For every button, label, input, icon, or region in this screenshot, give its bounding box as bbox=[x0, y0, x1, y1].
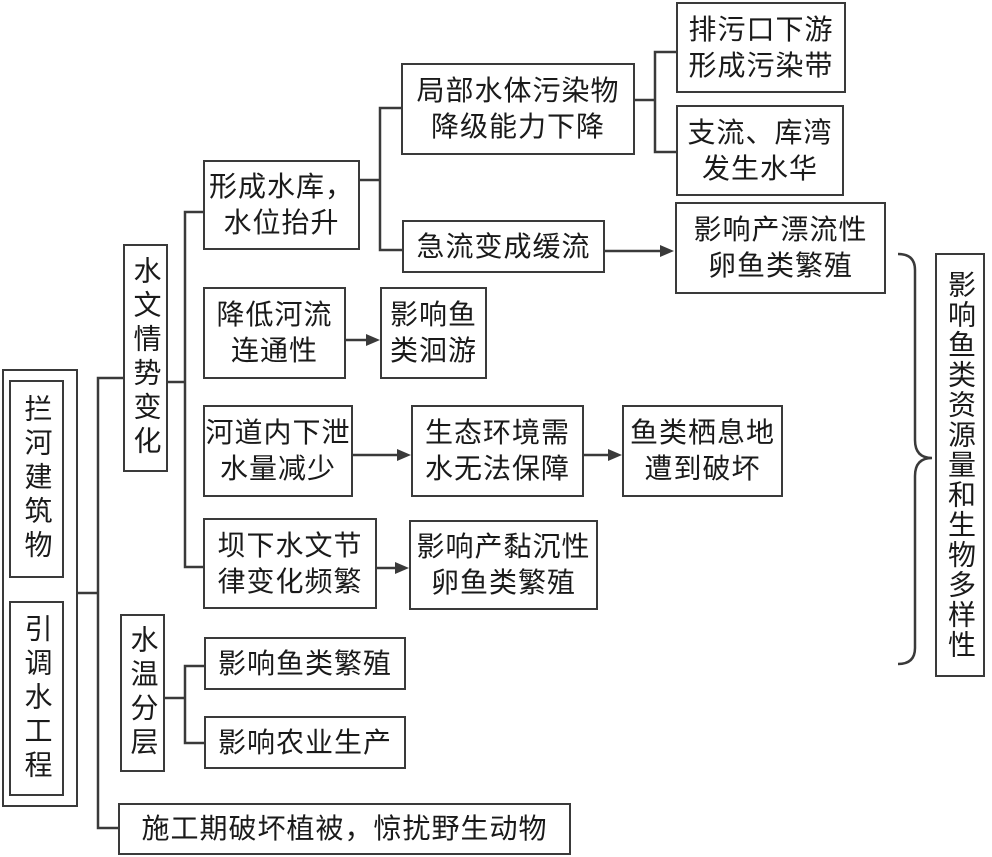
node-pollution-belt: 排污口下游 形成污染带 bbox=[676, 2, 846, 93]
root-item-diversion: 引调水工程 bbox=[9, 601, 64, 796]
node-label: 水温分层 bbox=[126, 625, 160, 761]
node-construction: 施工期破坏植被，惊扰野生动物 bbox=[118, 803, 571, 855]
connector-pollution-trunk bbox=[653, 50, 676, 154]
root-group bbox=[2, 369, 78, 807]
node-ecological-water: 生态环境需 水无法保障 bbox=[411, 405, 584, 497]
connector-hydrology-trunk bbox=[183, 210, 203, 569]
node-migration: 影响鱼 类洄游 bbox=[380, 287, 487, 379]
node-label: 坝下水文节 律变化频繁 bbox=[217, 528, 363, 598]
root-item-label: 拦河建筑物 bbox=[20, 394, 54, 564]
node-label: 影响产黏沉性 卵鱼类繁殖 bbox=[416, 530, 591, 599]
connector-reservoir-trunk bbox=[378, 106, 402, 252]
node-drifting-eggs: 影响产漂流性 卵鱼类繁殖 bbox=[675, 202, 886, 294]
node-label: 形成水库， 水位抬升 bbox=[208, 170, 354, 239]
node-discharge: 河道内下泄 水量减少 bbox=[203, 405, 353, 497]
node-hydrology: 水文情势变化 bbox=[123, 244, 168, 472]
node-label: 影响鱼 类洄游 bbox=[389, 298, 477, 367]
node-label: 影响鱼类资源量和生物多样性 bbox=[944, 270, 977, 660]
node-fish-breeding: 影响鱼类繁殖 bbox=[204, 637, 406, 690]
connector-temperature-trunk bbox=[183, 664, 204, 745]
node-summary: 影响鱼类资源量和生物多样性 bbox=[935, 253, 985, 677]
node-sticky-eggs: 影响产黏沉性 卵鱼类繁殖 bbox=[409, 520, 598, 610]
node-slow-flow: 急流变成缓流 bbox=[402, 220, 605, 273]
arrow-head bbox=[397, 449, 411, 461]
root-item-dam: 拦河建筑物 bbox=[9, 380, 64, 578]
node-label: 影响农业生产 bbox=[217, 725, 392, 759]
node-pollution: 局部水体污染物 降级能力下降 bbox=[401, 63, 635, 155]
connector-level1-trunk bbox=[96, 376, 123, 830]
node-connectivity: 降低河流 连通性 bbox=[203, 287, 346, 379]
node-label: 施工期破坏植被，惊扰野生动物 bbox=[141, 812, 548, 845]
root-item-label: 引调水工程 bbox=[20, 613, 54, 784]
node-temperature: 水温分层 bbox=[120, 614, 165, 772]
arrow-head bbox=[395, 562, 409, 574]
node-label: 鱼类栖息地 遭到破坏 bbox=[629, 416, 775, 485]
node-label: 影响产漂流性 卵鱼类繁殖 bbox=[693, 213, 868, 282]
node-label: 支流、库湾 发生水华 bbox=[687, 115, 833, 185]
node-label: 局部水体污染物 降级能力下降 bbox=[416, 74, 620, 143]
brace bbox=[897, 252, 933, 666]
node-agriculture: 影响农业生产 bbox=[204, 716, 406, 769]
node-label: 排污口下游 形成污染带 bbox=[688, 12, 834, 82]
node-algal-bloom: 支流、库湾 发生水华 bbox=[676, 105, 844, 196]
node-label: 影响鱼类繁殖 bbox=[217, 646, 392, 680]
node-label: 水文情势变化 bbox=[129, 256, 163, 460]
node-reservoir: 形成水库， 水位抬升 bbox=[203, 160, 360, 250]
arrow-head bbox=[366, 334, 380, 346]
node-label: 急流变成缓流 bbox=[416, 229, 591, 263]
node-label: 河道内下泄 水量减少 bbox=[205, 416, 351, 485]
node-rhythm: 坝下水文节 律变化频繁 bbox=[203, 518, 377, 609]
arrow-head bbox=[660, 245, 674, 257]
node-label: 降低河流 连通性 bbox=[216, 298, 333, 367]
node-habitat: 鱼类栖息地 遭到破坏 bbox=[622, 405, 783, 497]
node-label: 生态环境需 水无法保障 bbox=[424, 416, 570, 485]
arrow-head bbox=[608, 449, 622, 461]
